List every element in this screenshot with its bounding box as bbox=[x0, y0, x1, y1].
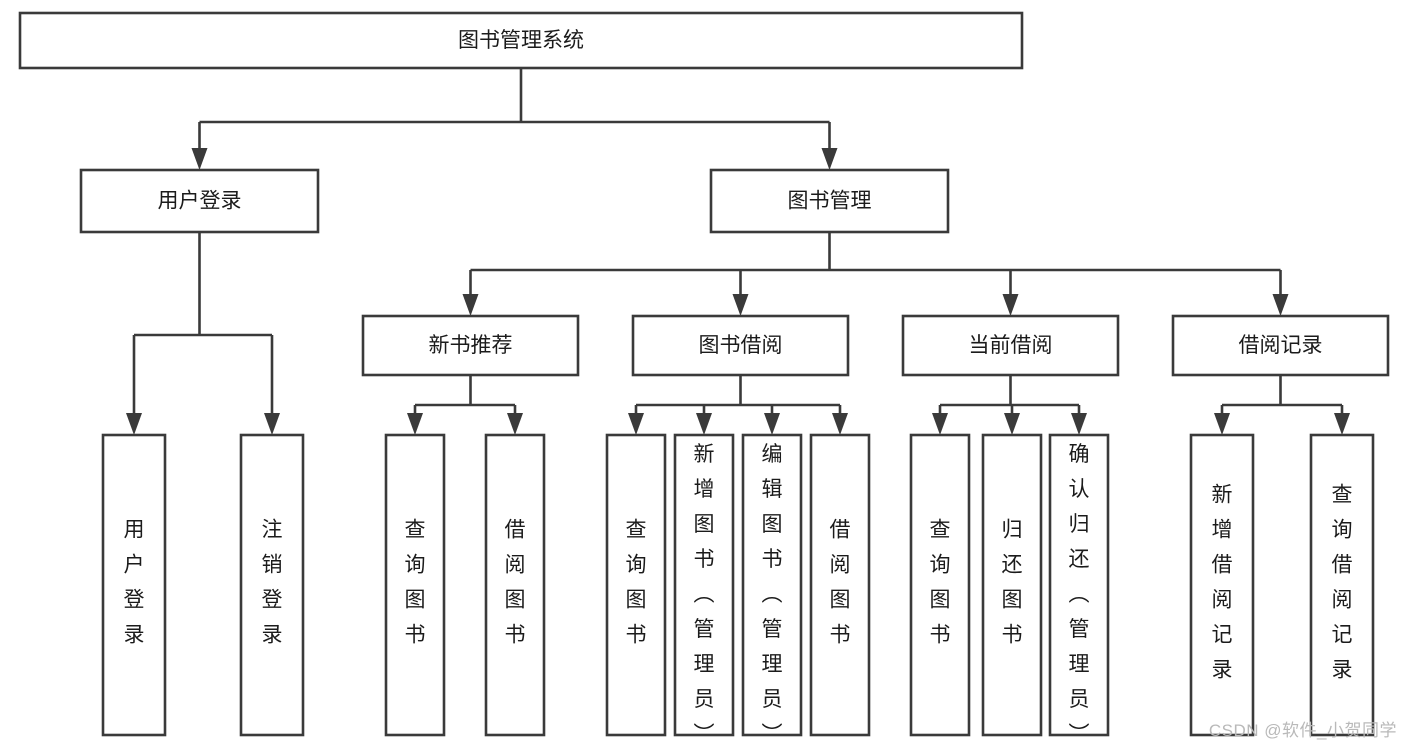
leaf-node-2-2[interactable]: 编辑图书︵管理员︶ bbox=[741, 433, 803, 746]
level3-arrow-1-head bbox=[732, 294, 749, 316]
leaf-node-1-0[interactable]: 查询图书 bbox=[384, 433, 446, 737]
level3-node-1-label: 图书借阅 bbox=[699, 334, 783, 357]
level3-arrow-0-head bbox=[462, 294, 479, 316]
leaf-node-2-3-label: 借阅图书 bbox=[830, 519, 851, 647]
nodes-layer: 图书管理系统用户登录图书管理新书推荐图书借阅当前借阅借阅记录用户登录注销登录查询… bbox=[18, 11, 1390, 746]
leaf-node-3-1[interactable]: 归还图书 bbox=[981, 433, 1043, 737]
level3-node-3-label: 借阅记录 bbox=[1239, 334, 1323, 357]
level2-node-1-label: 图书管理 bbox=[788, 190, 872, 213]
leaf-node-3-2-label: 确认归还︵管理员︶ bbox=[1069, 443, 1090, 746]
leaf-node-0-0-label: 用户登录 bbox=[124, 519, 145, 647]
leaf-node-4-0-label: 新增借阅记录 bbox=[1212, 484, 1233, 682]
leaf-node-4-0[interactable]: 新增借阅记录 bbox=[1189, 433, 1255, 737]
leaf-node-3-1-label: 归还图书 bbox=[1002, 519, 1023, 647]
leaf-node-3-0-label: 查询图书 bbox=[930, 519, 951, 647]
group-3-arrow-0-head bbox=[932, 413, 948, 435]
group-1-arrow-0-head bbox=[407, 413, 423, 435]
root-to-level2-1-head bbox=[821, 148, 838, 170]
level3-node-2[interactable]: 当前借阅 bbox=[901, 314, 1120, 377]
group-4-arrow-1-head bbox=[1334, 413, 1350, 435]
group-2-arrow-2-head bbox=[764, 413, 780, 435]
leaf-node-2-1-label: 新增图书︵管理员︶ bbox=[694, 443, 715, 746]
leaf-node-0-1-label: 注销登录 bbox=[262, 519, 283, 647]
leaf-node-1-1[interactable]: 借阅图书 bbox=[484, 433, 546, 737]
leaf-node-0-1[interactable]: 注销登录 bbox=[239, 433, 305, 737]
leaf-node-2-2-label: 编辑图书︵管理员︶ bbox=[762, 443, 783, 746]
group-2-arrow-0-head bbox=[628, 413, 644, 435]
level3-arrow-2-head bbox=[1002, 294, 1019, 316]
connectors-layer bbox=[126, 68, 1350, 435]
root-node[interactable]: 图书管理系统 bbox=[18, 11, 1024, 70]
leaf-node-1-0-label: 查询图书 bbox=[405, 519, 426, 647]
level3-node-3[interactable]: 借阅记录 bbox=[1171, 314, 1390, 377]
leaf-node-2-3[interactable]: 借阅图书 bbox=[809, 433, 871, 737]
group-0-arrow-0-head bbox=[126, 413, 142, 435]
leaf-node-4-1-label: 查询借阅记录 bbox=[1332, 484, 1353, 682]
leaf-node-2-0-label: 查询图书 bbox=[626, 519, 647, 647]
group-3-arrow-2-head bbox=[1071, 413, 1087, 435]
leaf-node-4-1[interactable]: 查询借阅记录 bbox=[1309, 433, 1375, 737]
level3-node-0-label: 新书推荐 bbox=[429, 334, 513, 357]
group-0-arrow-1-head bbox=[264, 413, 280, 435]
group-2-arrow-3-head bbox=[832, 413, 848, 435]
group-2-arrow-1-head bbox=[696, 413, 712, 435]
level3-arrow-3-head bbox=[1272, 294, 1289, 316]
level3-node-0[interactable]: 新书推荐 bbox=[361, 314, 580, 377]
level2-node-0[interactable]: 用户登录 bbox=[79, 168, 320, 234]
level2-node-0-label: 用户登录 bbox=[158, 190, 242, 213]
group-4-arrow-0-head bbox=[1214, 413, 1230, 435]
group-1-arrow-1-head bbox=[507, 413, 523, 435]
group-3-arrow-1-head bbox=[1004, 413, 1020, 435]
root-node-label: 图书管理系统 bbox=[458, 29, 584, 52]
root-to-level2-0-head bbox=[191, 148, 208, 170]
level2-node-1[interactable]: 图书管理 bbox=[709, 168, 950, 234]
leaf-node-3-2[interactable]: 确认归还︵管理员︶ bbox=[1048, 433, 1110, 746]
leaf-node-2-0[interactable]: 查询图书 bbox=[605, 433, 667, 737]
leaf-node-3-0[interactable]: 查询图书 bbox=[909, 433, 971, 737]
leaf-node-0-0[interactable]: 用户登录 bbox=[101, 433, 167, 737]
level3-node-1[interactable]: 图书借阅 bbox=[631, 314, 850, 377]
level3-node-2-label: 当前借阅 bbox=[969, 334, 1053, 357]
leaf-node-2-1[interactable]: 新增图书︵管理员︶ bbox=[673, 433, 735, 746]
leaf-node-1-1-label: 借阅图书 bbox=[505, 519, 526, 647]
